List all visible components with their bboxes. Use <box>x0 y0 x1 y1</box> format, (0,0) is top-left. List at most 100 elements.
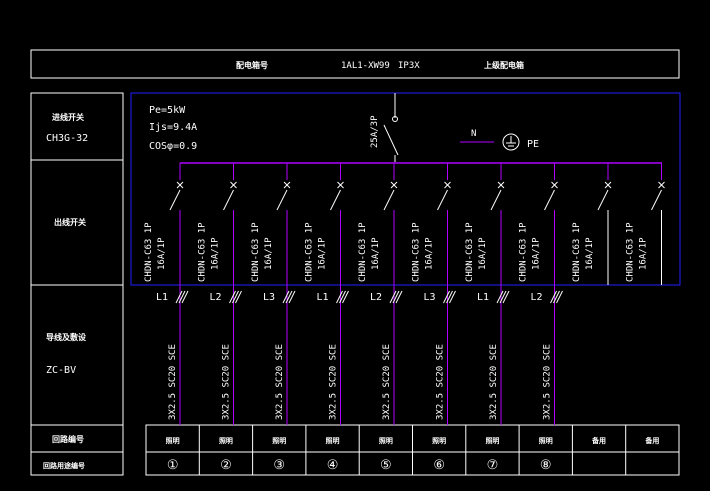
row5-label: 回路用途编号 <box>43 461 85 470</box>
circuit-phase: L1 <box>317 292 329 303</box>
circuit-x-mark <box>497 181 505 189</box>
circuit-cable-mark <box>395 290 403 304</box>
circuit-cable-mark <box>285 290 293 304</box>
circuit-number: ⑦ <box>487 458 499 473</box>
circuit-cable-mark <box>229 290 236 304</box>
circuit-number: ③ <box>273 458 285 473</box>
circuit-rating: 16A/1P <box>425 237 435 270</box>
circuit-switch-blade <box>651 189 662 211</box>
circuit-switch-blade <box>223 189 234 211</box>
circuit-phase: L1 <box>156 292 168 303</box>
circuit-model: CHDN-C63 1P <box>144 222 154 282</box>
circuit-switch-blade <box>169 189 181 211</box>
param-ijs: Ijs=9.4A <box>149 122 197 133</box>
header-box-code: 1AL1-XW99 <box>341 61 390 71</box>
circuit-x-mark <box>337 181 344 189</box>
breaker-pivot <box>392 116 398 122</box>
circuit-rating: 16A/1P <box>478 237 488 270</box>
circuit-phase: L2 <box>531 292 543 303</box>
circuit-number: ⑥ <box>433 458 445 473</box>
circuit-use: 照明 <box>539 436 553 445</box>
circuit-number: ④ <box>327 458 339 473</box>
param-pe: Pe=5kW <box>149 105 186 116</box>
circuit-cable-mark <box>181 290 189 304</box>
circuit-number: ① <box>167 458 179 473</box>
distribution-box <box>130 92 681 286</box>
circuit-x-mark <box>230 181 237 189</box>
row1-value: CH3G-32 <box>46 133 88 144</box>
header-label-right: 上级配电箱 <box>484 60 524 70</box>
neutral-label: N <box>471 129 476 139</box>
circuit-model: CHDN-C63 1P <box>626 222 636 282</box>
circuit-cable-mark <box>339 290 346 304</box>
circuit-cable-mark <box>449 290 456 304</box>
circuit-x-mark <box>390 181 398 189</box>
circuit-use: 照明 <box>432 436 446 445</box>
circuit-switch-blade <box>544 189 555 211</box>
row2-label: 出线开关 <box>54 217 86 227</box>
circuit-cable-mark <box>443 290 450 304</box>
circuit-cable-mark <box>342 290 349 304</box>
circuit-x-mark <box>658 181 665 189</box>
circuit-rating: 16A/1P <box>318 237 328 270</box>
row3-label: 导线及敷设 <box>46 332 86 342</box>
circuit-cable-mark <box>556 290 563 304</box>
circuit-model: CHDN-C63 1P <box>251 222 261 282</box>
circuit-cable-mark <box>502 290 510 304</box>
header-protection: IP3X <box>398 61 420 71</box>
circuit-rating: 16A/1P <box>371 237 381 270</box>
circuit-switch-blade <box>276 189 288 211</box>
circuit-cable-mark <box>235 290 242 304</box>
circuit-model: CHDN-C63 1P <box>198 222 208 282</box>
circuit-cable-mark <box>499 290 507 304</box>
circuit-switch-blade <box>597 189 609 211</box>
circuit-cable-mark <box>446 290 453 304</box>
circuit-cable-mark <box>389 290 397 304</box>
circuit-switch-blade <box>330 189 341 211</box>
circuit-cable-mark <box>288 290 296 304</box>
circuit-phase: L2 <box>210 292 222 303</box>
circuit-cable: 3X2.5 SC20 SCE <box>382 344 392 420</box>
circuit-use: 照明 <box>166 436 180 445</box>
circuit-cable-mark <box>553 290 560 304</box>
circuit-x-mark <box>283 181 291 189</box>
circuit-switch-blade <box>437 189 448 211</box>
circuit-use: 备用 <box>591 436 606 445</box>
circuit-use: 照明 <box>219 436 233 445</box>
circuit-switch-blade <box>383 189 395 211</box>
label-column-frame <box>30 92 124 476</box>
circuit-x-mark <box>444 181 451 189</box>
circuit-use: 照明 <box>379 436 393 445</box>
circuit-phase: L3 <box>263 292 275 303</box>
circuit-cable: 3X2.5 SC20 SCE <box>543 344 553 420</box>
param-cos: COSφ=0.9 <box>149 141 197 152</box>
circuit-x-mark <box>551 181 558 189</box>
header-label-left: 配电箱号 <box>236 60 268 70</box>
circuit-rating: 16A/1P <box>211 237 221 270</box>
circuit-cable-mark <box>175 290 183 304</box>
breaker-blade <box>383 124 399 156</box>
circuit-rating: 16A/1P <box>532 237 542 270</box>
circuit-phase: L3 <box>424 292 436 303</box>
main-breaker-label: 25A/3P <box>370 115 380 148</box>
circuit-cable: 3X2.5 SC20 SCE <box>275 344 285 420</box>
circuit-phase: L1 <box>477 292 489 303</box>
circuit-rating: 16A/1P <box>639 237 649 270</box>
circuit-cable: 3X2.5 SC20 SCE <box>329 344 339 420</box>
circuit-cable: 3X2.5 SC20 SCE <box>489 344 499 420</box>
circuit-cable-mark <box>336 290 343 304</box>
circuit-number: ⑤ <box>380 458 392 473</box>
pe-symbol <box>502 133 520 151</box>
row4-label: 回路编号 <box>52 434 84 444</box>
circuit-rating: 16A/1P <box>157 237 167 270</box>
circuit-number: ② <box>220 458 232 473</box>
circuit-cable-mark <box>282 290 290 304</box>
circuit-phase: L2 <box>370 292 382 303</box>
circuit-number: ⑧ <box>540 458 552 473</box>
circuit-model: CHDN-C63 1P <box>412 222 422 282</box>
circuit-model: CHDN-C63 1P <box>305 222 315 282</box>
circuit-rating: 16A/1P <box>585 237 595 270</box>
circuit-cable-mark <box>232 290 239 304</box>
